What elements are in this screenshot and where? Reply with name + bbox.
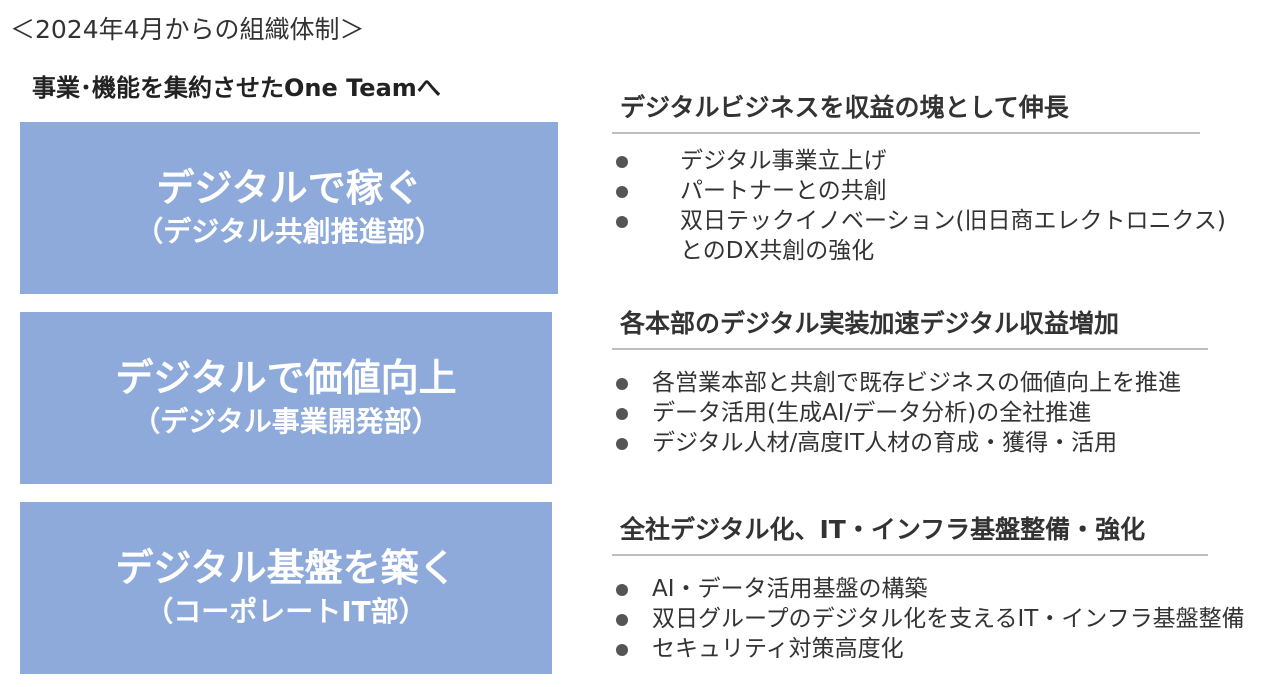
- list-item: AI・データ活用基盤の構築: [612, 574, 1208, 604]
- list-item-text: 各営業本部と共創で既存ビジネスの価値向上を推進: [652, 370, 1181, 396]
- bullet-list: デジタル事業立上げ パートナーとの共創 双日テックイノベーション(旧日商エレクト…: [612, 146, 1226, 266]
- list-item: 各営業本部と共創で既存ビジネスの価値向上を推進: [612, 368, 1208, 398]
- bullet-icon: [616, 156, 628, 168]
- bullet-icon: [616, 614, 628, 626]
- bullet-icon: [616, 644, 628, 656]
- list-item: デジタル人材/高度IT人材の育成・獲得・活用: [612, 428, 1208, 458]
- list-item: パートナーとの共創: [612, 176, 1208, 206]
- org-box-department: （コーポレートIT部）: [145, 595, 427, 628]
- list-item: デジタル事業立上げ: [612, 146, 1208, 176]
- org-box-title: デジタルで価値向上: [115, 356, 457, 400]
- list-item-text: パートナーとの共創: [680, 178, 887, 204]
- list-item: セキュリティ対策高度化: [612, 634, 1208, 664]
- list-item: データ活用(生成AI/データ分析)の全社推進: [612, 398, 1208, 428]
- list-item: 双日グループのデジタル化を支えるIT・インフラ基盤整備: [612, 604, 1245, 634]
- section-title: 各本部のデジタル実装加速デジタル収益増加: [612, 304, 1208, 350]
- list-item-text: データ活用(生成AI/データ分析)の全社推進: [652, 400, 1092, 426]
- bullet-icon: [616, 216, 628, 228]
- bullet-icon: [616, 186, 628, 198]
- org-box-digital-value: デジタルで価値向上 （デジタル事業開発部）: [20, 312, 552, 484]
- list-item-text: デジタル事業立上げ: [680, 148, 887, 174]
- section-digital-business: デジタルビジネスを収益の塊として伸長 デジタル事業立上げ パートナーとの共創 双…: [612, 88, 1226, 266]
- list-item-text: 双日テックイノベーション(旧日商エレクトロニクス): [680, 208, 1226, 234]
- list-item: 双日テックイノベーション(旧日商エレクトロニクス): [612, 206, 1226, 236]
- section-it-infrastructure: 全社デジタル化、IT・インフラ基盤整備・強化 AI・データ活用基盤の構築 双日グ…: [612, 510, 1245, 664]
- list-item-text: セキュリティ対策高度化: [652, 636, 904, 662]
- bullet-list: 各営業本部と共創で既存ビジネスの価値向上を推進 データ活用(生成AI/データ分析…: [612, 368, 1208, 458]
- list-item-text: AI・データ活用基盤の構築: [652, 576, 928, 602]
- bullet-list: AI・データ活用基盤の構築 双日グループのデジタル化を支えるIT・インフラ基盤整…: [612, 574, 1245, 664]
- org-box-department: （デジタル事業開発部）: [132, 405, 440, 438]
- org-box-title: デジタル基盤を築く: [115, 546, 457, 590]
- left-heading: 事業･機能を集約させたOne Teamへ: [32, 74, 441, 102]
- bullet-icon: [616, 438, 628, 450]
- section-division-digital: 各本部のデジタル実装加速デジタル収益増加 各営業本部と共創で既存ビジネスの価値向…: [612, 304, 1208, 458]
- org-box-digital-earn: デジタルで稼ぐ （デジタル共創推進部）: [20, 122, 558, 294]
- list-item-text: 双日グループのデジタル化を支えるIT・インフラ基盤整備: [652, 606, 1245, 632]
- org-box-title: デジタルで稼ぐ: [156, 166, 422, 210]
- bullet-icon: [616, 584, 628, 596]
- bullet-icon: [616, 408, 628, 420]
- org-box-department: （デジタル共創推進部）: [135, 215, 443, 248]
- section-title: デジタルビジネスを収益の塊として伸長: [612, 88, 1200, 134]
- list-item-continuation: とのDX共創の強化: [612, 236, 1208, 266]
- bullet-icon: [616, 378, 628, 390]
- section-title: 全社デジタル化、IT・インフラ基盤整備・強化: [612, 510, 1208, 556]
- list-item-text: とのDX共創の強化: [680, 238, 875, 264]
- org-box-digital-foundation: デジタル基盤を築く （コーポレートIT部）: [20, 502, 552, 674]
- list-item-text: デジタル人材/高度IT人材の育成・獲得・活用: [652, 430, 1118, 456]
- page-caption: ＜2024年4月からの組織体制＞: [10, 15, 365, 44]
